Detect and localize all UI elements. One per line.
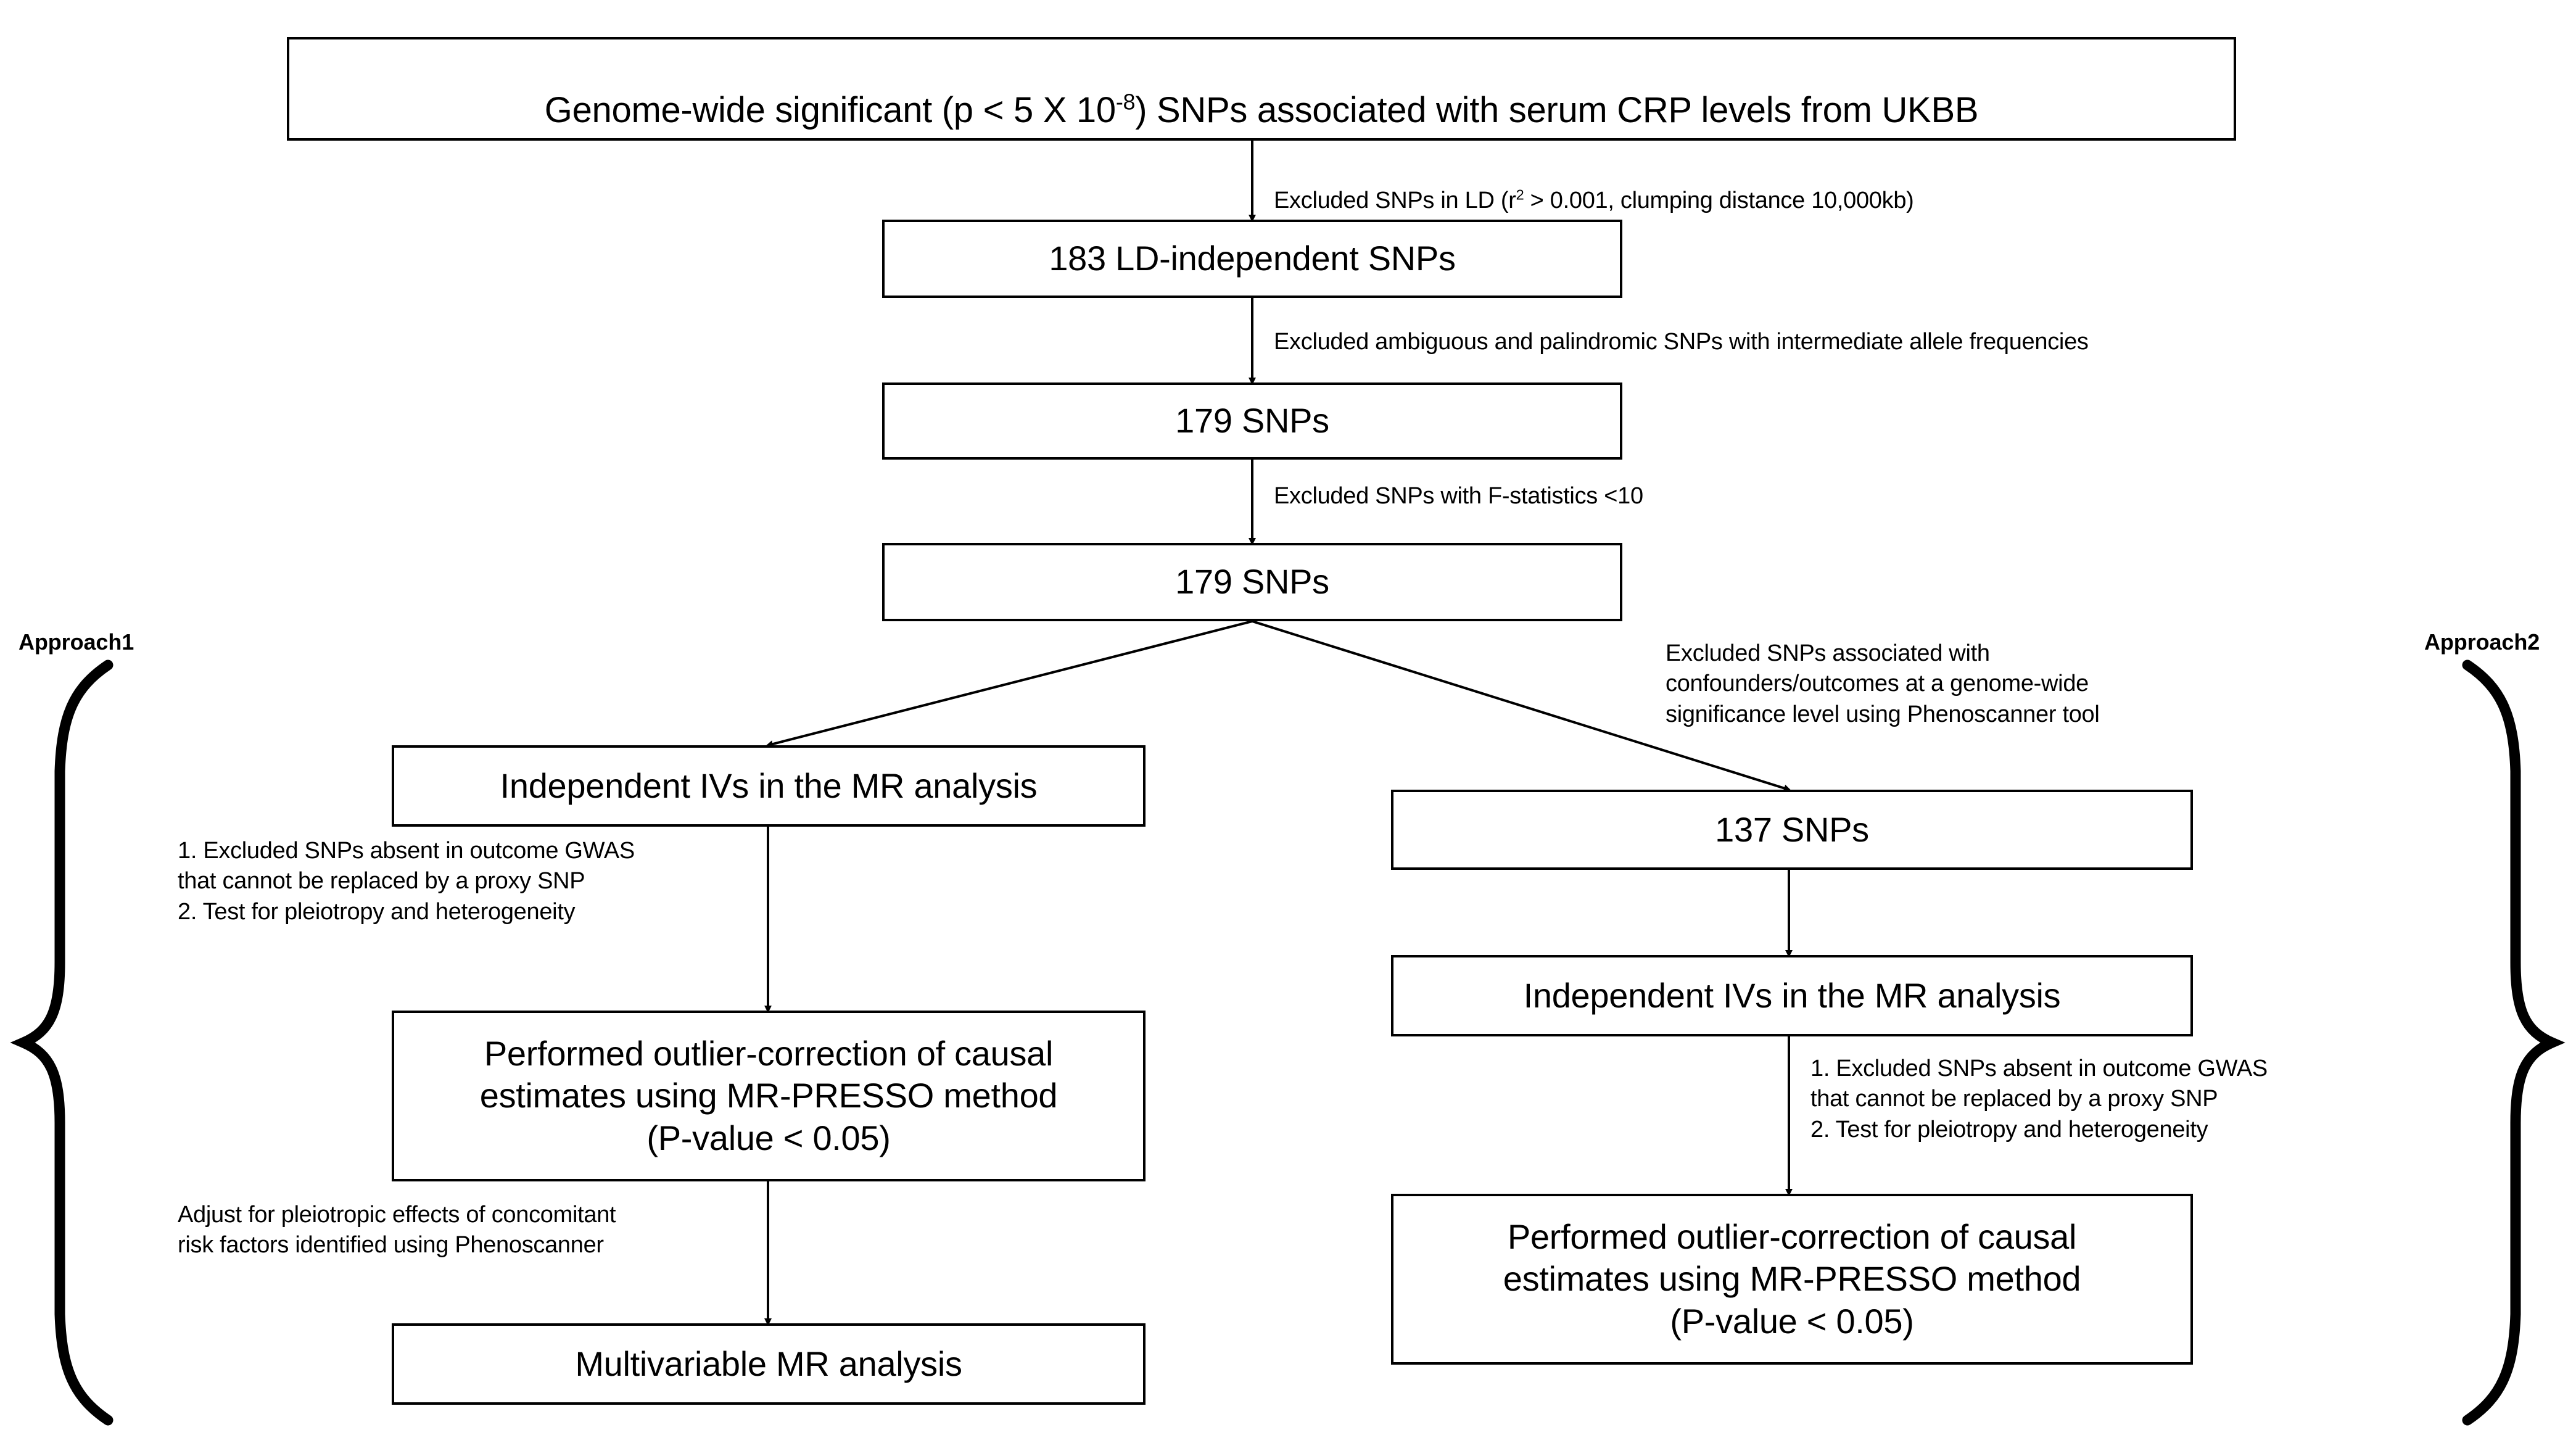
box-top-label: Genome-wide significant (p < 5 X 10-8) S… [544, 89, 1979, 130]
note-ambiguous-palindromic: Excluded ambiguous and palindromic SNPs … [1274, 329, 2089, 355]
approach2-label: Approach2 [2424, 629, 2540, 655]
box-right-ivs-label: Independent IVs in the MR analysis [1523, 975, 2061, 1015]
box-left-multivariable-mr[interactable]: Multivariable MR analysis [392, 1323, 1146, 1405]
exponent-sup: -8 [1115, 89, 1136, 115]
box-179b-label: 179 SNPs [1175, 562, 1329, 602]
note-left-steps: 1. Excluded SNPs absent in outcome GWAS … [178, 838, 635, 925]
connector-split-left [766, 620, 1253, 748]
note-left-adjust-pleiotropic: Adjust for pleiotropic effects of concom… [178, 1202, 616, 1259]
box-183-ld-independent-snps[interactable]: 183 LD-independent SNPs [882, 220, 1622, 298]
left-brace [10, 659, 114, 1426]
approach1-label: Approach1 [19, 629, 134, 655]
note-right-steps: 1. Excluded SNPs absent in outcome GWAS … [1810, 1056, 2268, 1143]
box-179-snps-first[interactable]: 179 SNPs [882, 382, 1622, 460]
box-left-presso-label: Performed outlier-correction of causal e… [479, 1034, 1058, 1157]
box-left-independent-ivs[interactable]: Independent IVs in the MR analysis [392, 745, 1146, 827]
r-squared-sup: 2 [1516, 186, 1524, 203]
right-brace [2462, 659, 2566, 1426]
box-top-gwas-significant[interactable]: Genome-wide significant (p < 5 X 10-8) S… [287, 37, 2236, 141]
box-179-snps-second[interactable]: 179 SNPs [882, 543, 1622, 621]
box-right-independent-ivs[interactable]: Independent IVs in the MR analysis [1391, 955, 2193, 1036]
note-ld-clumping: Excluded SNPs in LD (r2 > 0.001, clumpin… [1274, 186, 1914, 214]
box-right-137-label: 137 SNPs [1715, 809, 1869, 849]
box-right-137-snps[interactable]: 137 SNPs [1391, 790, 2193, 870]
box-179a-label: 179 SNPs [1175, 401, 1329, 440]
box-183-label: 183 LD-independent SNPs [1049, 239, 1456, 278]
note-phenoscanner-exclusion: Excluded SNPs associated with confounder… [1666, 640, 2100, 727]
box-right-mr-presso[interactable]: Performed outlier-correction of causal e… [1391, 1194, 2193, 1365]
note-f-statistics: Excluded SNPs with F-statistics <10 [1274, 483, 1643, 509]
box-right-presso-label: Performed outlier-correction of causal e… [1503, 1217, 2081, 1341]
box-left-mvmr-label: Multivariable MR analysis [575, 1344, 962, 1383]
box-left-ivs-label: Independent IVs in the MR analysis [500, 766, 1038, 805]
box-left-mr-presso[interactable]: Performed outlier-correction of causal e… [392, 1011, 1146, 1181]
